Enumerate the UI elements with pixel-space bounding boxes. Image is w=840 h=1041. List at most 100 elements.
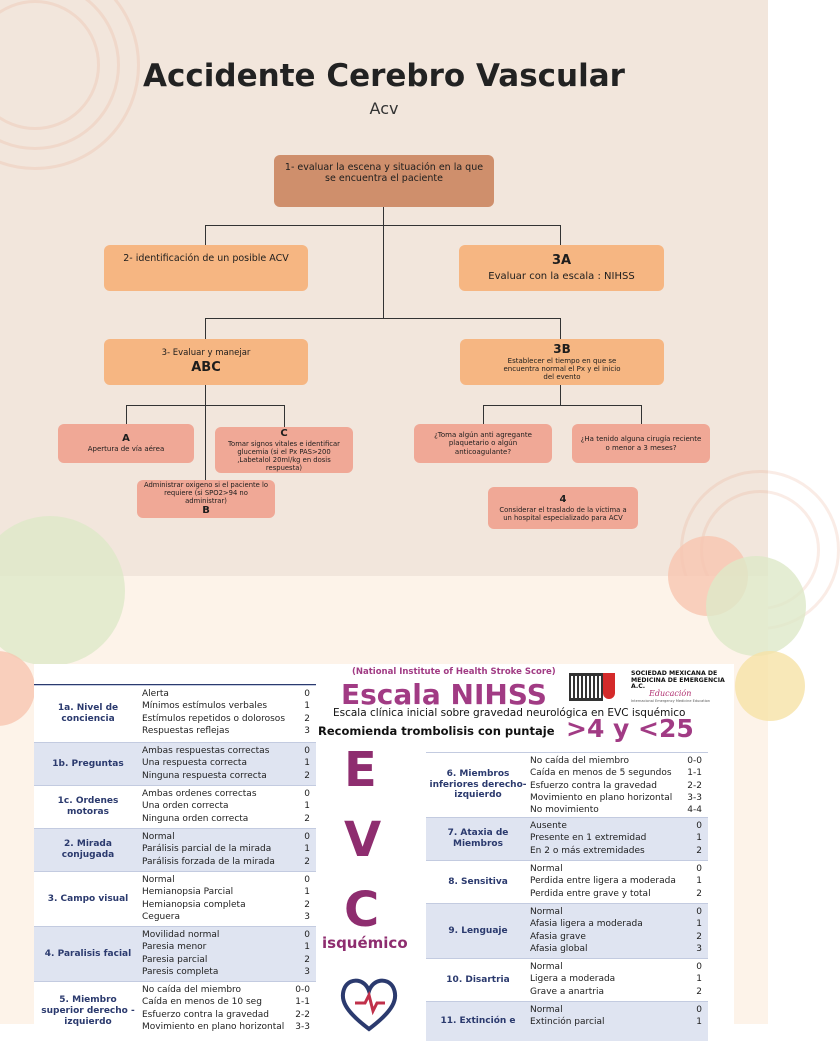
scale-item-label: 8. Sensitiva — [448, 876, 508, 887]
option-text: Paresis completa — [142, 966, 219, 977]
option-text: Caída en menos de 5 segundos — [530, 768, 672, 779]
option-score: 0 — [304, 875, 310, 885]
option-text: Parálisis forzada de la mirada — [142, 856, 275, 867]
step-3-abc: ABC — [191, 360, 221, 376]
option-text: Parálisis parcial de la mirada — [142, 844, 272, 855]
option-text: Ninguna orden correcta — [142, 813, 249, 824]
question-surgery-box: ¿Ha tenido alguna cirugía reciente o men… — [572, 424, 710, 463]
option-score: 0-0 — [687, 756, 702, 766]
option-text: No caída del miembro — [530, 756, 630, 766]
option-score: 0 — [304, 746, 310, 756]
option-score: 0-0 — [295, 985, 310, 995]
step-b-box: Administrar oxigeno si el paciente lo re… — [137, 480, 275, 518]
step-c-title: C — [280, 427, 288, 439]
option-score: 0 — [304, 832, 310, 842]
scale-item-label: 5. Miembro superior derecho - izquierdo — [41, 995, 135, 1027]
scale-item-label: 2. Mirada conjugada — [61, 839, 115, 860]
letter-e: E — [344, 742, 377, 798]
org-script: Educación — [649, 689, 692, 698]
option-text: Una orden correcta — [142, 801, 229, 812]
option-score: 1 — [696, 876, 702, 887]
scale-option: Esfuerzo contra la gravedad 2-2 — [142, 1009, 316, 1021]
option-score: 2 — [696, 986, 702, 997]
option-text: Grave a anartria — [530, 986, 604, 997]
letter-c: C — [344, 882, 380, 938]
option-text: No caída del miembro — [142, 985, 242, 995]
option-text: Una respuesta correcta — [142, 758, 247, 769]
option-text: Afasia global — [530, 943, 588, 954]
option-text: Ambas respuestas correctas — [142, 746, 270, 756]
option-score: 2-2 — [295, 1009, 310, 1020]
scale-item-label: 11. Extinción e — [440, 1016, 516, 1027]
step-4-box: 4 Considerar el traslado de la víctima a… — [488, 487, 638, 529]
option-score: 3 — [696, 943, 702, 954]
page-subtitle: Acv — [369, 99, 399, 118]
step-4-text: Considerar el traslado de la víctima a u… — [499, 505, 627, 522]
step-3b-text: Establecer el tiempo en que se encuentra… — [503, 356, 621, 382]
step-3-text: 3- Evaluar y manejar — [161, 348, 251, 359]
heart-icon — [340, 978, 398, 1032]
logo: SOCIEDAD MEXICANA DE MEDICINA DE EMERGEN… — [569, 670, 729, 705]
step-a-text: Apertura de vía aérea — [87, 445, 165, 454]
option-text: Ligera a moderada — [530, 974, 616, 985]
connector — [205, 225, 206, 245]
option-text: Ceguera — [142, 911, 180, 922]
option-score: 1 — [696, 833, 702, 844]
scale-option: Afasia global 3 — [530, 943, 708, 955]
question-anticoagulant-box: ¿Toma algún anti agregante plaquetario o… — [414, 424, 552, 463]
option-text: Esfuerzo contra la gravedad — [142, 1009, 269, 1020]
step-c-text: Tomar signos vitales e identificar gluce… — [228, 439, 340, 473]
connector — [560, 384, 561, 406]
option-score: 1 — [696, 974, 702, 985]
right-table: 6. Miembros inferiores derecho-izquierdo… — [34, 664, 734, 1041]
option-score: 0 — [304, 789, 310, 799]
option-score: 1-1 — [295, 997, 310, 1008]
scale-item-label: 6. Miembros inferiores derecho-izquierdo — [429, 768, 527, 801]
question-surgery-text: ¿Ha tenido alguna cirugía reciente o men… — [580, 435, 702, 452]
option-text: Caída en menos de 10 seg — [142, 997, 262, 1008]
option-score: 2 — [304, 954, 310, 965]
option-text: Respuestas reflejas — [142, 725, 230, 736]
scale-item-label: 1c. Ordenes motoras — [57, 796, 119, 817]
option-text: Hemianopsia completa — [142, 899, 246, 910]
nihss-scale-image: (National Institute of Health Stroke Sco… — [34, 664, 734, 1041]
step-b-title: B — [202, 505, 210, 517]
option-text: Alerta — [142, 689, 169, 699]
step-3b-title: 3B — [553, 342, 571, 357]
option-score: 0 — [696, 821, 702, 831]
connector — [284, 405, 285, 427]
option-score: 2 — [304, 713, 310, 724]
